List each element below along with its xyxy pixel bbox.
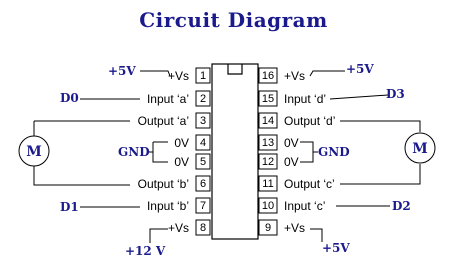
pin-number-11: 11 [262, 178, 273, 190]
pin-number-6: 6 [200, 178, 206, 190]
left-pin-labels: +Vs Input ‘a’ Output ‘a’ 0V 0V Output ‘b… [138, 69, 189, 235]
right-pin-labels: +Vs Input ‘d’ Output ‘d’ 0V 0V Output ‘c… [284, 69, 335, 235]
wire-gnd-right [300, 141, 318, 163]
left-pin-numbers: 1 2 3 4 5 6 7 8 [200, 70, 206, 234]
pin-box-9 [258, 219, 278, 236]
motor-right-label: M [412, 141, 428, 157]
wire-d3 [329, 94, 389, 100]
wire-output-b [33, 165, 130, 186]
left-pin-boxes [195, 67, 211, 236]
pin-label-14: Output ‘d’ [284, 114, 335, 128]
pin-number-7: 7 [200, 200, 206, 212]
wire-output-d [340, 120, 421, 132]
pin-number-3: 3 [200, 115, 206, 127]
pin-number-2: 2 [200, 93, 206, 105]
pin-label-8: +Vs [168, 221, 189, 235]
wire-plus5v-left [140, 70, 171, 77]
pin-number-5: 5 [200, 156, 206, 168]
pin-box-11 [258, 175, 278, 192]
pin-box-7 [195, 197, 211, 214]
pin-number-8: 8 [200, 222, 206, 234]
pin-number-10: 10 [262, 200, 274, 212]
pin-label-6: Output ‘b’ [138, 177, 189, 191]
pin-box-3 [195, 112, 211, 129]
wire-plus5v-right [309, 70, 345, 77]
label-d3: D3 [386, 87, 405, 101]
wire-gnd-left [148, 141, 168, 163]
label-plus5v-top-left: +5V [108, 64, 136, 78]
ic-chip [211, 63, 259, 240]
motor-left-label: M [26, 144, 42, 160]
pin-box-12 [258, 153, 278, 170]
pin-number-1: 1 [200, 70, 206, 82]
pin-number-12: 12 [262, 156, 274, 168]
pin-label-10: Input ‘c’ [284, 199, 325, 213]
pin-number-13: 13 [262, 137, 274, 149]
pin-label-1: +Vs [168, 69, 189, 83]
label-plus5v-bottom-right: +5V [322, 241, 350, 255]
pin-box-4 [195, 134, 211, 151]
diagram-title: Circuit Diagram [139, 8, 328, 32]
pin-label-12: 0V [284, 155, 299, 169]
right-pin-boxes [258, 67, 278, 236]
pin-label-3: Output ‘a’ [138, 114, 189, 128]
pin-label-5: 0V [174, 155, 189, 169]
pin-label-11: Output ‘c’ [284, 177, 335, 191]
label-plus5v-top-right: +5V [346, 62, 374, 76]
pin-box-14 [258, 112, 278, 129]
external-labels: +5V +5V D0 D3 GND GND D1 D2 +12 V +5V [60, 62, 411, 258]
pin-number-4: 4 [200, 137, 206, 149]
pin-box-2 [195, 90, 211, 107]
label-d0: D0 [60, 91, 79, 105]
pin-number-14: 14 [262, 115, 274, 127]
right-pin-numbers: 16 15 14 13 12 11 10 9 [262, 70, 274, 234]
pin-label-7: Input ‘b’ [147, 199, 189, 213]
pin-box-15 [258, 90, 278, 107]
pin-number-16: 16 [262, 70, 274, 82]
motor-left: M [18, 135, 50, 167]
pin-label-2: Input ‘a’ [147, 92, 189, 106]
pin-box-5 [195, 153, 211, 170]
motor-left-circle [18, 135, 50, 167]
label-plus12v: +12 V [125, 244, 166, 258]
pin-label-13: 0V [284, 136, 299, 150]
pin-box-13 [258, 134, 278, 151]
pin-number-15: 15 [262, 93, 274, 105]
pin-label-4: 0V [174, 136, 189, 150]
wire-plus12v [149, 228, 168, 243]
pin-box-8 [195, 219, 211, 236]
pin-label-15: Input ‘d’ [284, 92, 326, 106]
wires [33, 70, 421, 243]
label-gnd-left: GND [118, 145, 150, 159]
pin-label-16: +Vs [284, 69, 305, 83]
label-d1: D1 [60, 200, 79, 214]
pin-label-9: +Vs [284, 221, 305, 235]
pin-number-9: 9 [265, 222, 271, 234]
wire-plus5v-bottom [310, 228, 323, 242]
ic-body [211, 63, 259, 240]
wire-output-c [340, 164, 421, 185]
pin-box-1 [195, 67, 211, 84]
label-d2: D2 [392, 199, 411, 213]
pin-box-6 [195, 175, 211, 192]
ic-notch [227, 64, 243, 75]
label-gnd-right: GND [318, 145, 350, 159]
pin-box-16 [258, 67, 278, 84]
pin-box-10 [258, 197, 278, 214]
motor-right: M [404, 132, 436, 164]
motor-right-circle [404, 132, 436, 164]
